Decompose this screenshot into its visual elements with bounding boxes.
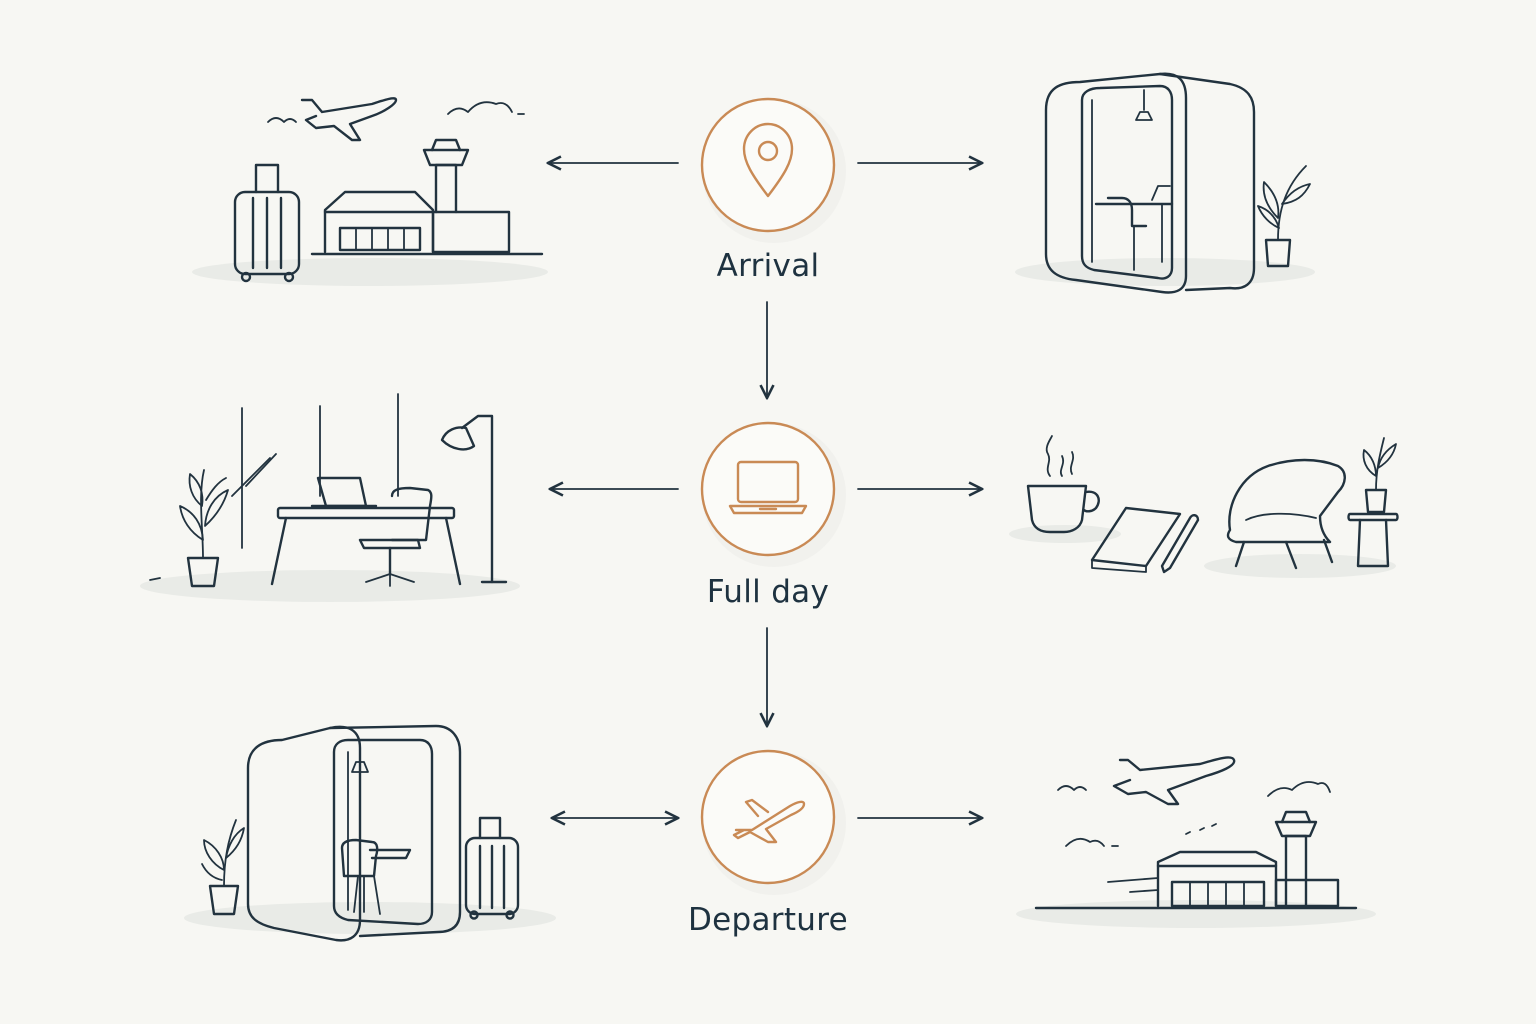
stage-label-arrival: Arrival [716,248,820,284]
desk-workspace-illustration [140,393,520,602]
airport-departure-illustration [1016,756,1376,928]
airport-arrival-illustration [192,97,548,286]
location-pin-icon [742,122,794,198]
laptop-icon [728,460,808,515]
stage-node-departure [700,749,846,895]
airplane-icon [732,798,806,844]
stage-label-full-day: Full day [706,574,830,610]
stage-label-departure: Departure [687,902,848,938]
luggage-icon [233,163,301,283]
stage-node-arrival [700,97,846,243]
work-pod-illustration [1015,72,1315,294]
stage-node-full-day [700,421,846,567]
connector-arrows [548,163,982,818]
luggage-icon [464,816,520,920]
lounge-coffee-illustration [1009,435,1399,578]
pod-with-luggage-illustration [184,724,556,942]
